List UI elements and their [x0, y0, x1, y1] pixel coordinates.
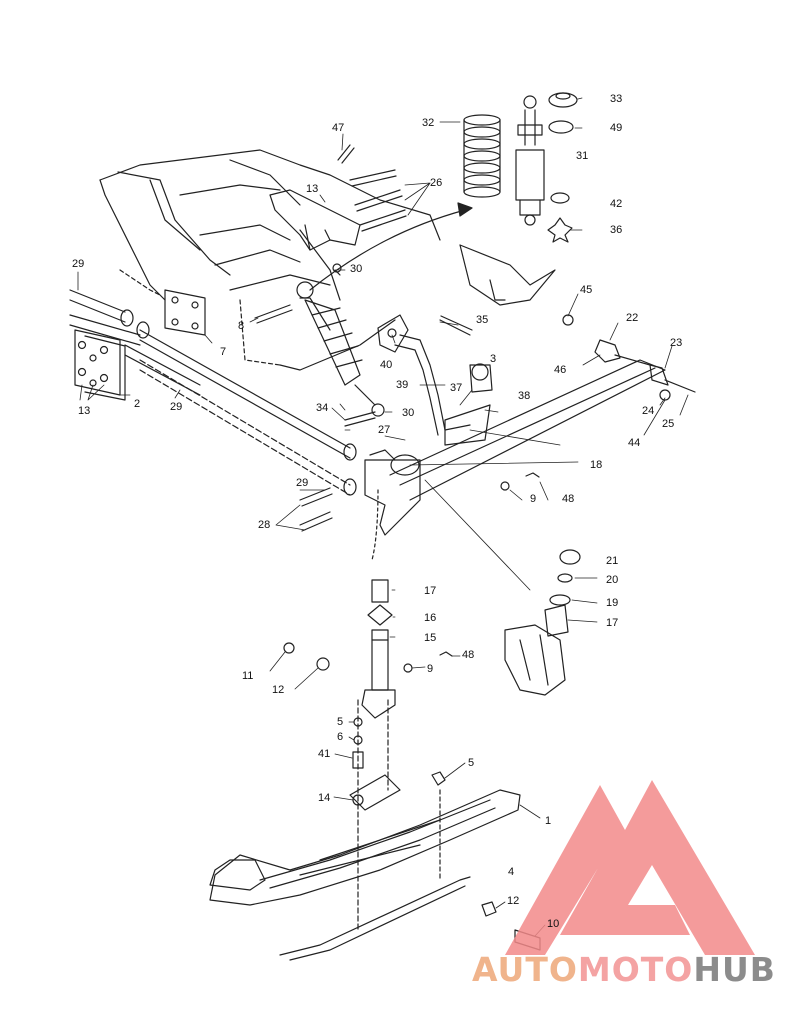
callout-47: 47 [332, 122, 345, 134]
front-shock [296, 263, 385, 417]
callout-13: 13 [78, 405, 91, 417]
brand-auto: AUTO [472, 950, 578, 989]
callout-1: 1 [545, 815, 552, 827]
callout-24: 24 [642, 405, 655, 417]
callout-29: 29 [296, 477, 309, 489]
callout-5: 5 [468, 757, 475, 769]
callout-37: 37 [450, 382, 463, 394]
callout-17: 17 [606, 617, 619, 629]
callout-7: 7 [220, 346, 227, 358]
callout-26: 26 [430, 177, 443, 189]
small-fasteners [283, 472, 541, 951]
bolts [254, 144, 407, 532]
callout-48: 48 [562, 493, 575, 505]
callout-9: 9 [427, 663, 434, 675]
callout-10: 10 [547, 918, 560, 930]
callout-27: 27 [378, 424, 391, 436]
callout-31: 31 [576, 150, 589, 162]
callout-40: 40 [380, 359, 393, 371]
callout-38: 38 [518, 390, 531, 402]
ski [209, 774, 521, 961]
callout-14: 14 [318, 792, 331, 804]
callout-36: 36 [610, 224, 623, 236]
callout-25: 25 [662, 418, 675, 430]
callout-29: 29 [170, 401, 183, 413]
assembly-arrow [309, 202, 473, 291]
watermark-logo [505, 780, 755, 955]
callout-17: 17 [424, 585, 437, 597]
callout-41: 41 [318, 748, 331, 760]
brand-moto: MOTO [577, 950, 694, 989]
callout-46: 46 [554, 364, 567, 376]
callout-6: 6 [337, 731, 344, 743]
callout-35: 35 [476, 314, 489, 326]
steering-column [352, 579, 396, 931]
callout-18: 18 [590, 459, 603, 471]
callout-45: 45 [580, 284, 593, 296]
callout-42: 42 [610, 198, 623, 210]
callout-15: 15 [424, 632, 437, 644]
rear-shock [515, 92, 578, 243]
callout-2: 2 [134, 398, 141, 410]
watermark-brand: AUTOMOTOHUB [472, 950, 776, 990]
callout-19: 19 [606, 597, 619, 609]
callout-23: 23 [670, 337, 683, 349]
callout-33: 33 [610, 93, 623, 105]
callout-29: 29 [72, 258, 85, 270]
callout-9: 9 [530, 493, 537, 505]
coil-spring [463, 114, 501, 198]
callout-48: 48 [462, 649, 475, 661]
tubes [69, 289, 357, 496]
leader-lines [77, 97, 689, 937]
callout-11: 11 [242, 670, 254, 682]
callout-13: 13 [306, 183, 319, 195]
callout-12: 12 [507, 895, 520, 907]
brand-hub: HUB [693, 950, 776, 989]
sway-bar [377, 314, 493, 446]
spindle-parts [424, 479, 581, 696]
callout-5: 5 [337, 716, 344, 728]
callout-30: 30 [402, 407, 415, 419]
callout-22: 22 [626, 312, 639, 324]
callout-21: 21 [606, 555, 619, 567]
callout-28: 28 [258, 519, 271, 531]
callout-32: 32 [422, 117, 435, 129]
callout-20: 20 [606, 574, 619, 586]
callout-44: 44 [628, 437, 641, 449]
callout-30: 30 [350, 263, 363, 275]
callout-49: 49 [610, 122, 623, 134]
callout-8: 8 [238, 320, 245, 332]
callout-4: 4 [508, 866, 515, 878]
callout-12: 12 [272, 684, 285, 696]
callout-39: 39 [396, 379, 409, 391]
callout-34: 34 [316, 402, 329, 414]
chassis-frame [99, 149, 441, 371]
callout-3: 3 [490, 353, 497, 365]
swing-arm [364, 359, 666, 561]
callout-16: 16 [424, 612, 437, 624]
